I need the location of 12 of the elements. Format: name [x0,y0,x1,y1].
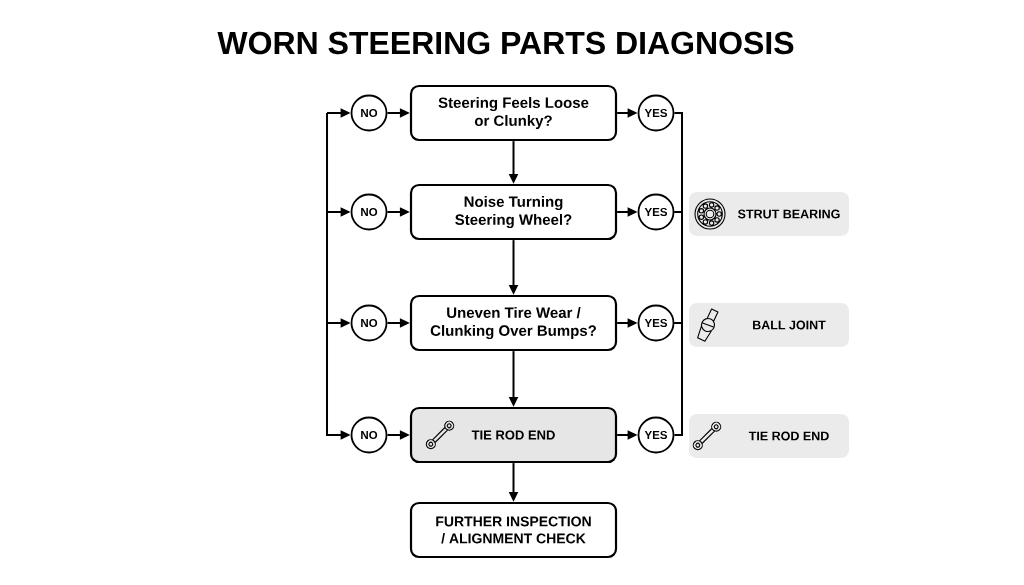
process-box: FURTHER INSPECTION / ALIGNMENT CHECK [409,501,618,559]
part-panel: BALL JOINT [689,303,849,347]
part-panel: STRUT BEARING [689,192,849,236]
question-box: Steering Feels Loose or Clunky? [409,84,618,142]
question-box: Noise Turning Steering Wheel? [409,183,618,241]
result-box: TIE ROD END [409,406,618,464]
part-panel: TIE ROD END [689,414,849,458]
title: WORN STEERING PARTS DIAGNOSIS [217,31,794,55]
question-box: Uneven Tire Wear / Clunking Over Bumps? [409,294,618,352]
connector-line [673,112,683,213]
connector-line [673,211,683,324]
connector-line [673,322,683,436]
